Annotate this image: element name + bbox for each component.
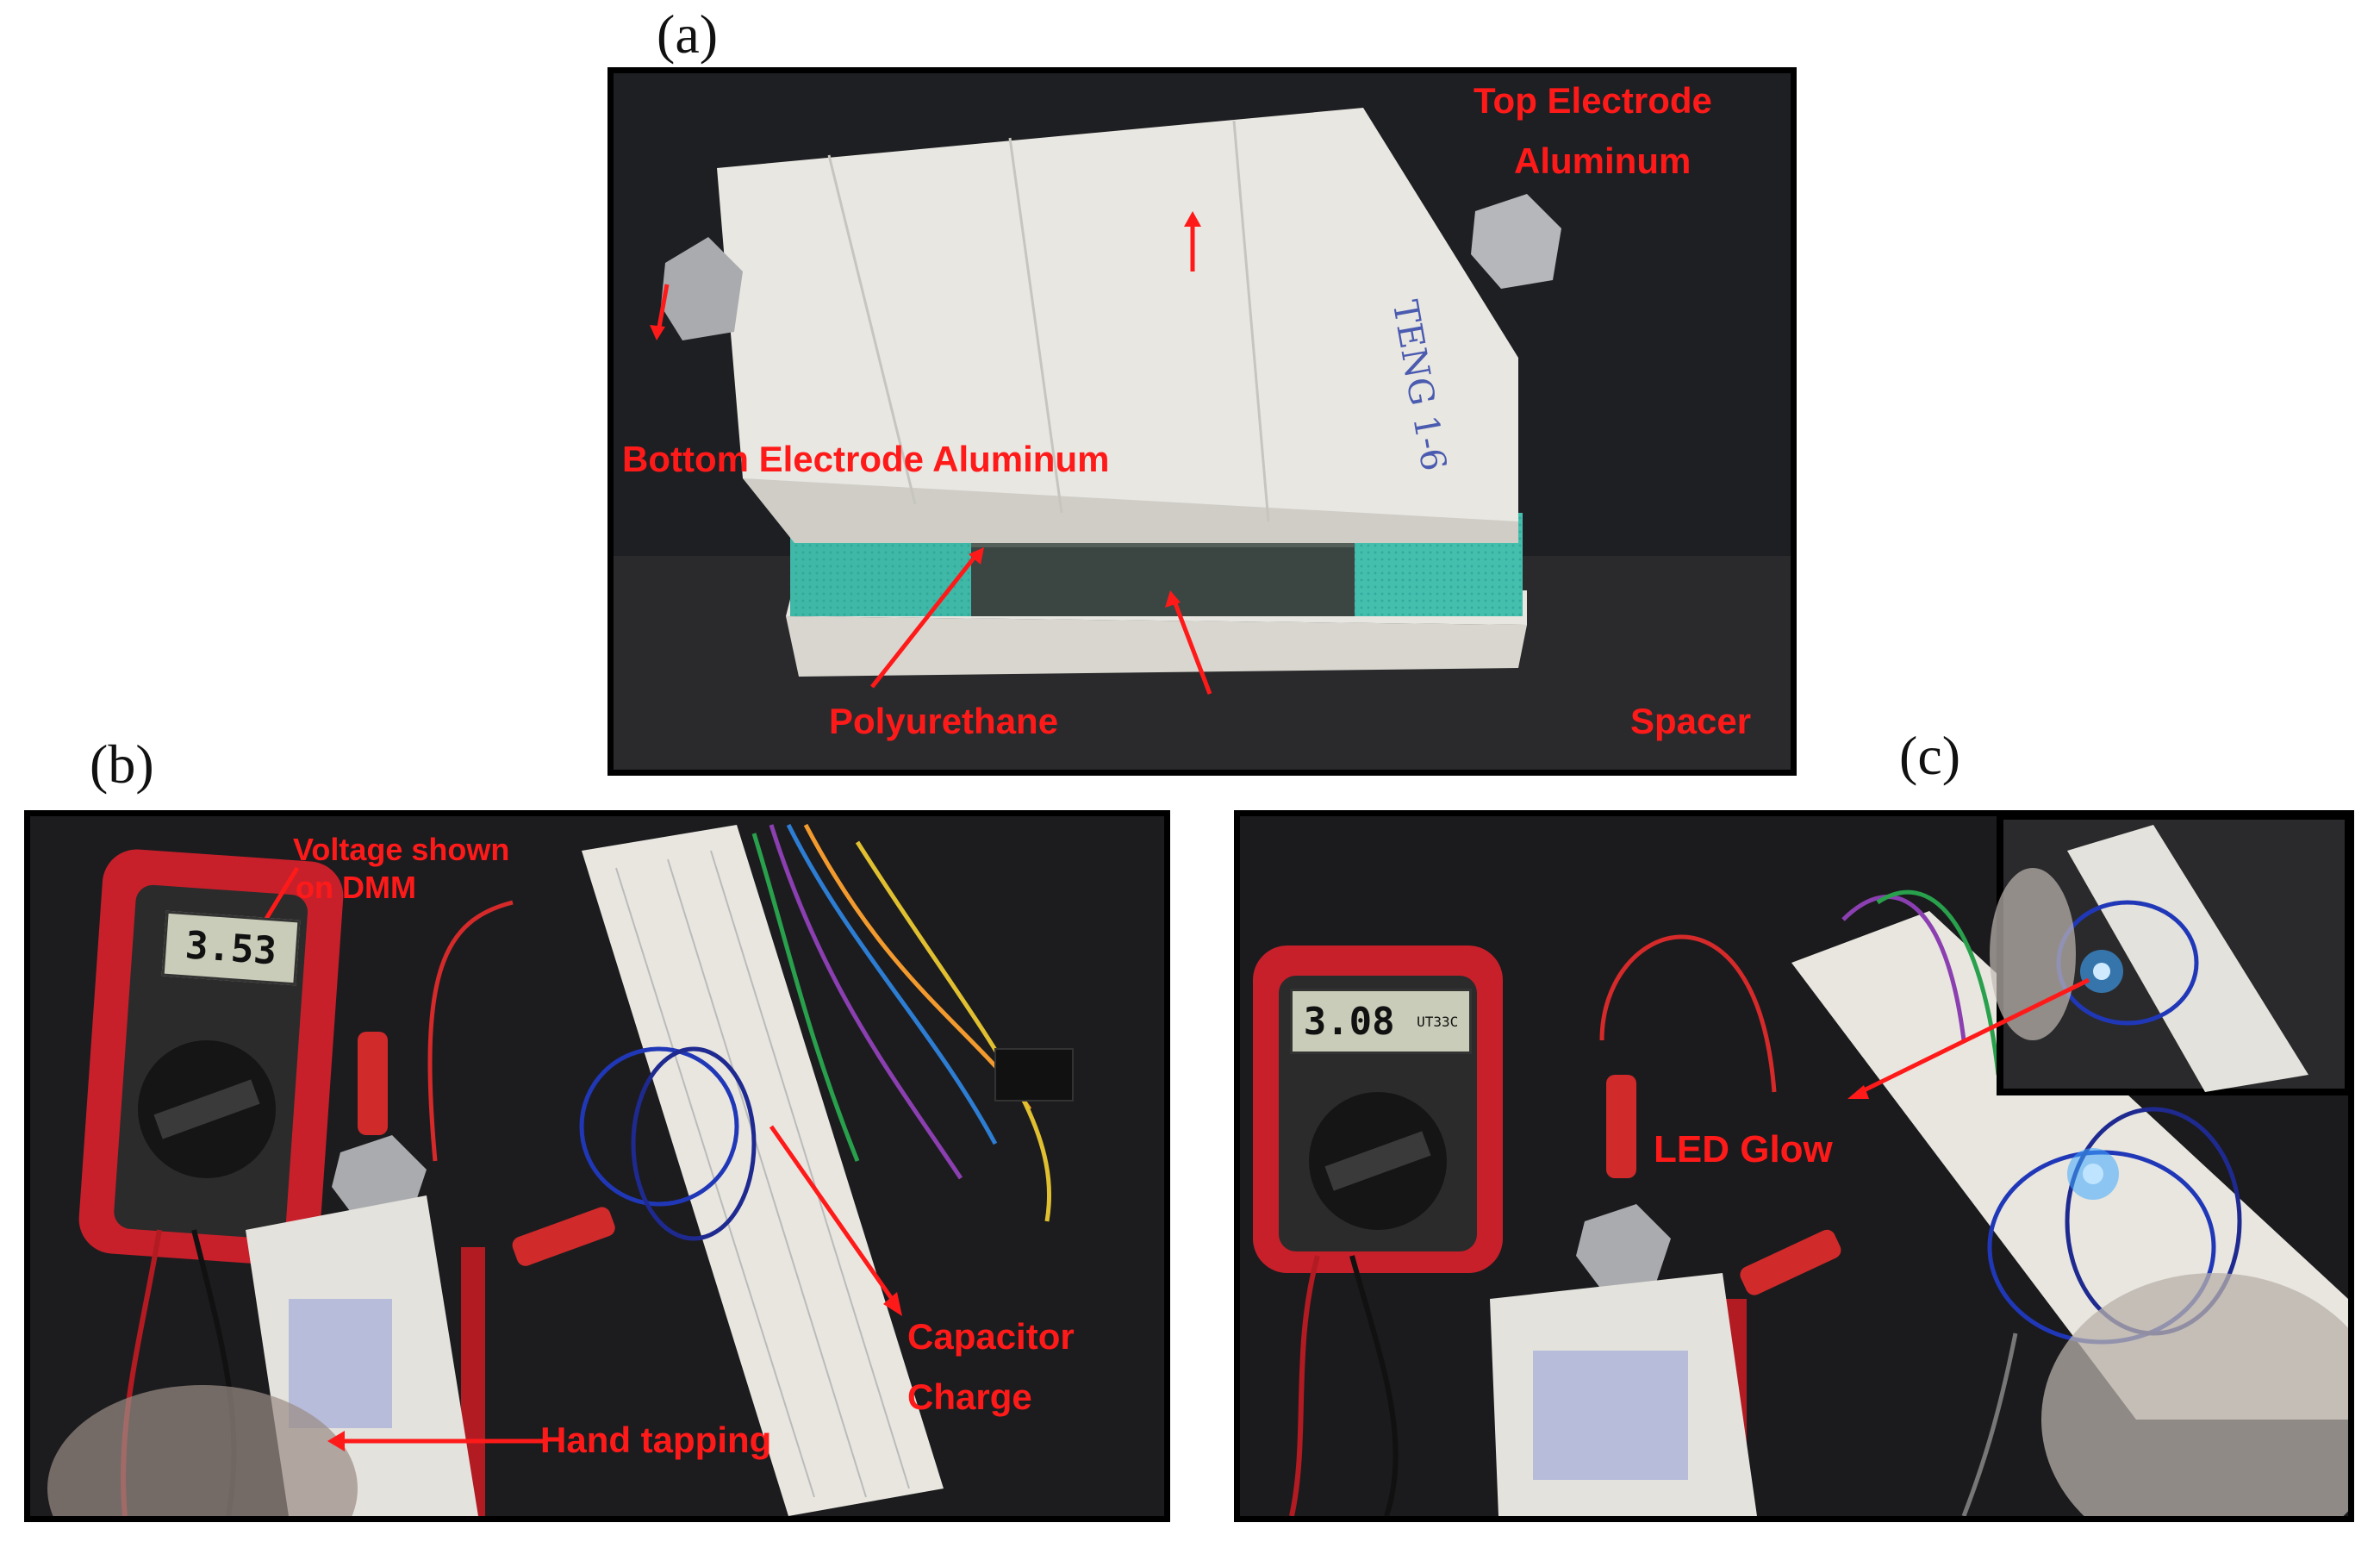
label-top-electrode: Top Electrode bbox=[1473, 80, 1712, 121]
meter-reading-c: 3.08 bbox=[1303, 999, 1395, 1044]
panel-letter-c: (c) bbox=[1899, 725, 1961, 786]
panel-a-photo: Top Electrode Aluminum Bottom Electrode … bbox=[607, 67, 1797, 776]
label-led-glow: LED Glow bbox=[1654, 1128, 1833, 1170]
multimeter-display-c: 3.08 UT33C bbox=[1290, 989, 1472, 1054]
label-spacer: Spacer bbox=[1630, 701, 1752, 741]
panel-letter-b: (b) bbox=[90, 733, 154, 795]
label-bottom-electrode: Bottom Electrode Aluminum bbox=[622, 439, 1110, 479]
panel-c-photo: 3.08 UT33C LED Glow bbox=[1234, 810, 2354, 1522]
label-hand-tapping: Hand tapping bbox=[540, 1420, 772, 1460]
label-on-dmm: on DMM bbox=[296, 870, 416, 905]
label-voltage-shown: Voltage shown bbox=[293, 832, 510, 867]
led-glow-photo bbox=[1240, 816, 2348, 1516]
label-charge: Charge bbox=[907, 1376, 1032, 1417]
panel-b-photo: 3.53 Voltage shown on DMM Capacitor Char… bbox=[24, 810, 1170, 1522]
label-polyurethane: Polyurethane bbox=[829, 701, 1059, 741]
label-capacitor: Capacitor bbox=[907, 1316, 1075, 1357]
teng-device-photo bbox=[614, 73, 1791, 770]
label-top-electrode-aluminum: Aluminum bbox=[1514, 140, 1692, 181]
multimeter-display-b: 3.53 bbox=[161, 910, 301, 986]
panel-letter-a: (a) bbox=[657, 3, 719, 65]
meter-model-c: UT33C bbox=[1417, 1013, 1459, 1030]
